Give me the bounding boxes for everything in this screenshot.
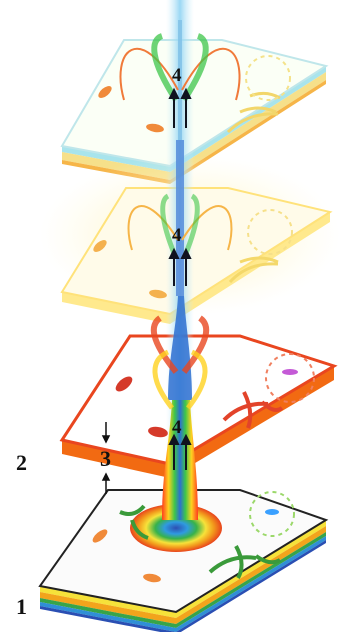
layer-label-red: 2 — [16, 452, 27, 474]
core-label-red: 4 — [172, 418, 182, 437]
gap-label: 3 — [100, 448, 111, 470]
layer-label-bottom: 1 — [16, 596, 27, 618]
core-label-top: 4 — [172, 66, 182, 85]
core-label-yellow: 4 — [172, 226, 182, 245]
